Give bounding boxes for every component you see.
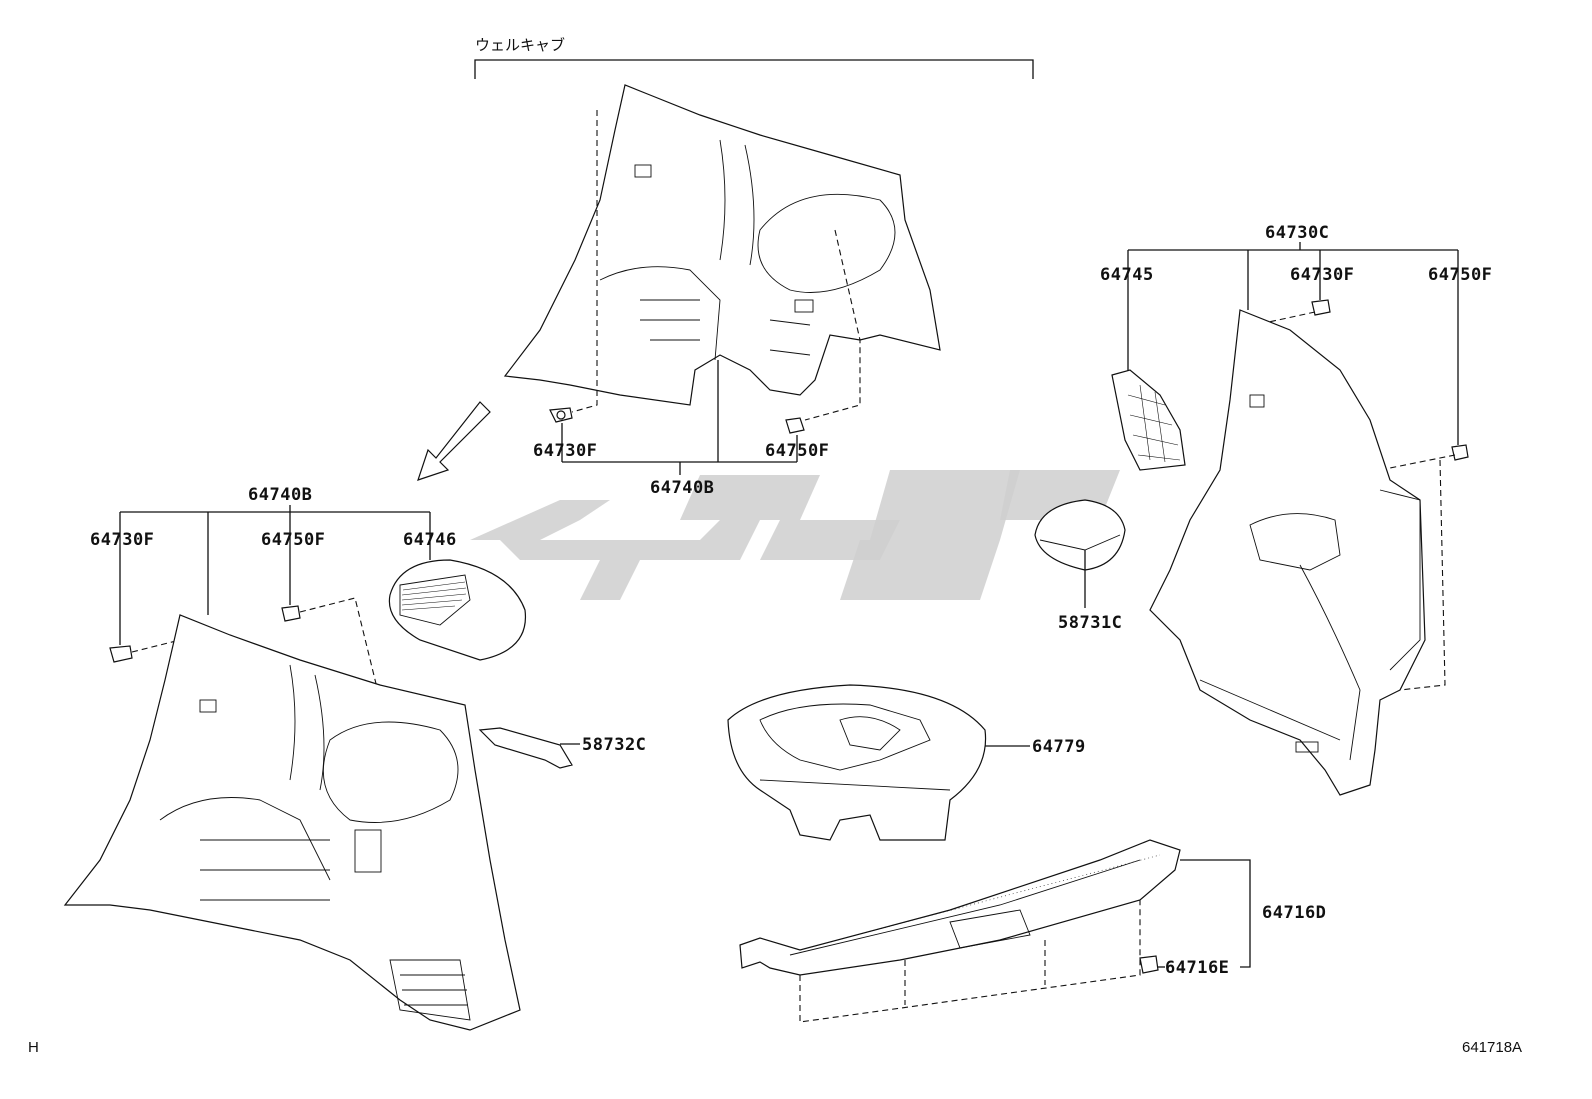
left-clip-64750F [281,605,301,622]
callout-64750F-right: 64750F [1428,265,1492,285]
left-clip-64730F [109,645,133,663]
cover-58731C[interactable] [1034,499,1126,571]
clip-64716E [1139,955,1159,974]
callout-58731C: 58731C [1058,613,1122,633]
top-clip-64750F [785,417,805,434]
cover-58732C[interactable] [478,727,573,769]
callout-64750F-top: 64750F [765,441,829,461]
speaker-grille-64746[interactable] [388,559,527,661]
callout-64740B-left: 64740B [248,485,312,505]
right-clip-64730F [1311,299,1331,316]
callout-64779: 64779 [1032,737,1086,757]
scuff-plate-64716D[interactable] [739,839,1181,976]
right-clip-64750F [1451,444,1469,461]
right-quarter-trim-panel[interactable] [1149,309,1426,796]
callout-64730C: 64730C [1265,223,1329,243]
top-callout-leaders [561,360,798,475]
speaker-grille-64745[interactable] [1111,369,1186,471]
top-clip-64730F [549,407,573,423]
callout-64750F-left: 64750F [261,530,325,550]
watermark-logo [470,470,1120,600]
callout-64745: 64745 [1100,265,1154,285]
callout-64730F-right: 64730F [1290,265,1354,285]
top-quarter-trim-panel[interactable] [503,84,941,406]
deck-tray-64779[interactable] [727,684,987,841]
bottom-callout-leaders [1158,859,1251,968]
callout-64716E: 64716E [1165,958,1229,978]
callout-64716D: 64716D [1262,903,1326,923]
callout-64730F-left: 64730F [90,530,154,550]
left-callout-leaders [119,505,431,645]
callout-64740B-top: 64740B [650,478,714,498]
left-quarter-trim-panel[interactable] [63,614,521,1031]
wellcab-bracket [474,59,1034,79]
direction-arrow [417,401,491,481]
callout-58732C: 58732C [582,735,646,755]
illustration-code: 641718A [1462,1039,1522,1056]
callout-64746-left: 64746 [403,530,457,550]
section-letter: H [28,1039,39,1056]
right-callout-leaders [1127,242,1459,445]
callout-64730F-top: 64730F [533,441,597,461]
wellcab-label: ウェルキャブ [475,36,565,54]
